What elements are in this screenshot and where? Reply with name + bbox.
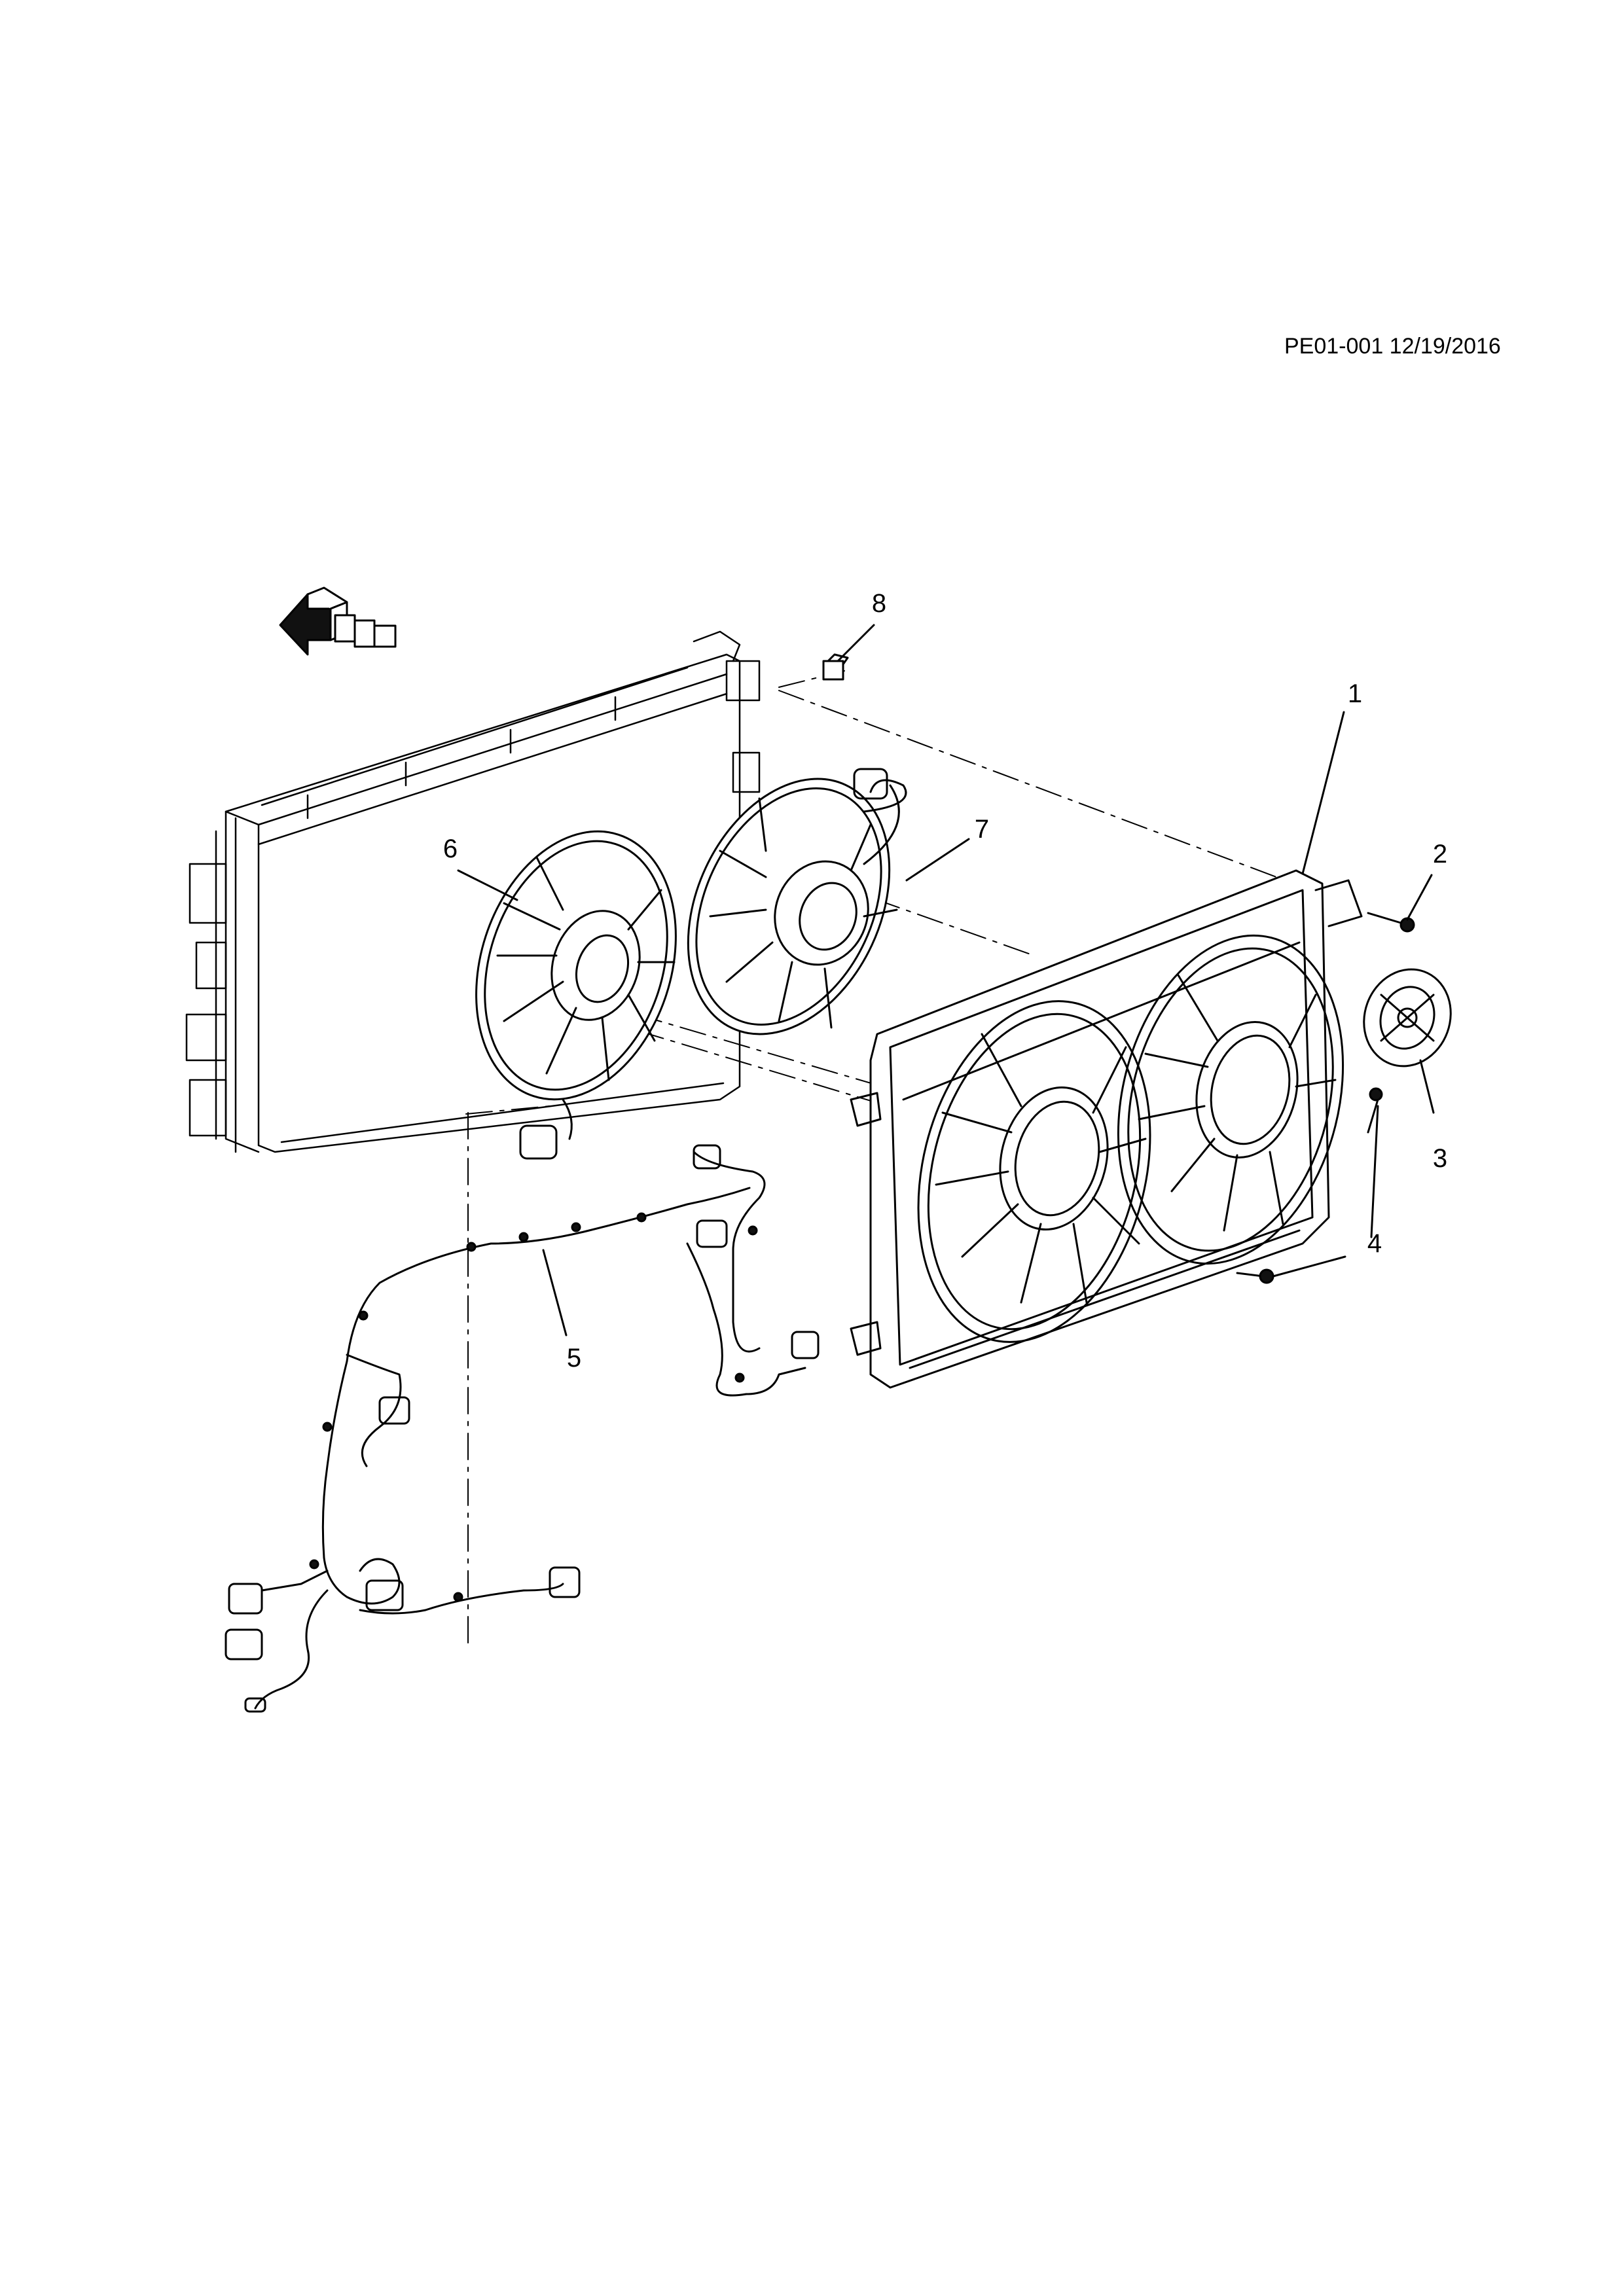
bolt-4 bbox=[1237, 1088, 1382, 1283]
leader-2 bbox=[1407, 875, 1432, 920]
callout-3: 3 bbox=[1432, 1144, 1448, 1173]
leader-lines bbox=[458, 625, 1434, 1335]
clip-8 bbox=[823, 655, 848, 679]
callout-2: 2 bbox=[1432, 840, 1448, 869]
front-arrow-icon bbox=[280, 588, 395, 655]
leader-8 bbox=[838, 625, 874, 661]
leader-1 bbox=[1303, 712, 1344, 874]
leader-6 bbox=[458, 870, 517, 900]
callout-8: 8 bbox=[871, 589, 887, 618]
fan-blade-right bbox=[649, 746, 928, 1067]
callout-5: 5 bbox=[566, 1344, 582, 1372]
callout-7: 7 bbox=[974, 815, 990, 844]
leader-3 bbox=[1420, 1060, 1434, 1113]
leader-4 bbox=[1371, 1106, 1378, 1237]
fan-shroud bbox=[851, 870, 1376, 1388]
wiring-harness bbox=[226, 1145, 818, 1712]
callout-1: 1 bbox=[1347, 679, 1363, 708]
fan-blade-left bbox=[443, 805, 709, 1158]
motor-cover bbox=[1350, 957, 1464, 1078]
leader-5 bbox=[543, 1250, 566, 1335]
leader-7 bbox=[907, 839, 969, 880]
radiator bbox=[187, 632, 759, 1152]
ref-code: PE01-001 12/19/2016 bbox=[1284, 334, 1501, 359]
callout-6: 6 bbox=[442, 834, 458, 863]
leader-4b bbox=[1273, 1257, 1345, 1276]
bolt-2 bbox=[1368, 913, 1414, 931]
callout-4: 4 bbox=[1367, 1229, 1382, 1258]
